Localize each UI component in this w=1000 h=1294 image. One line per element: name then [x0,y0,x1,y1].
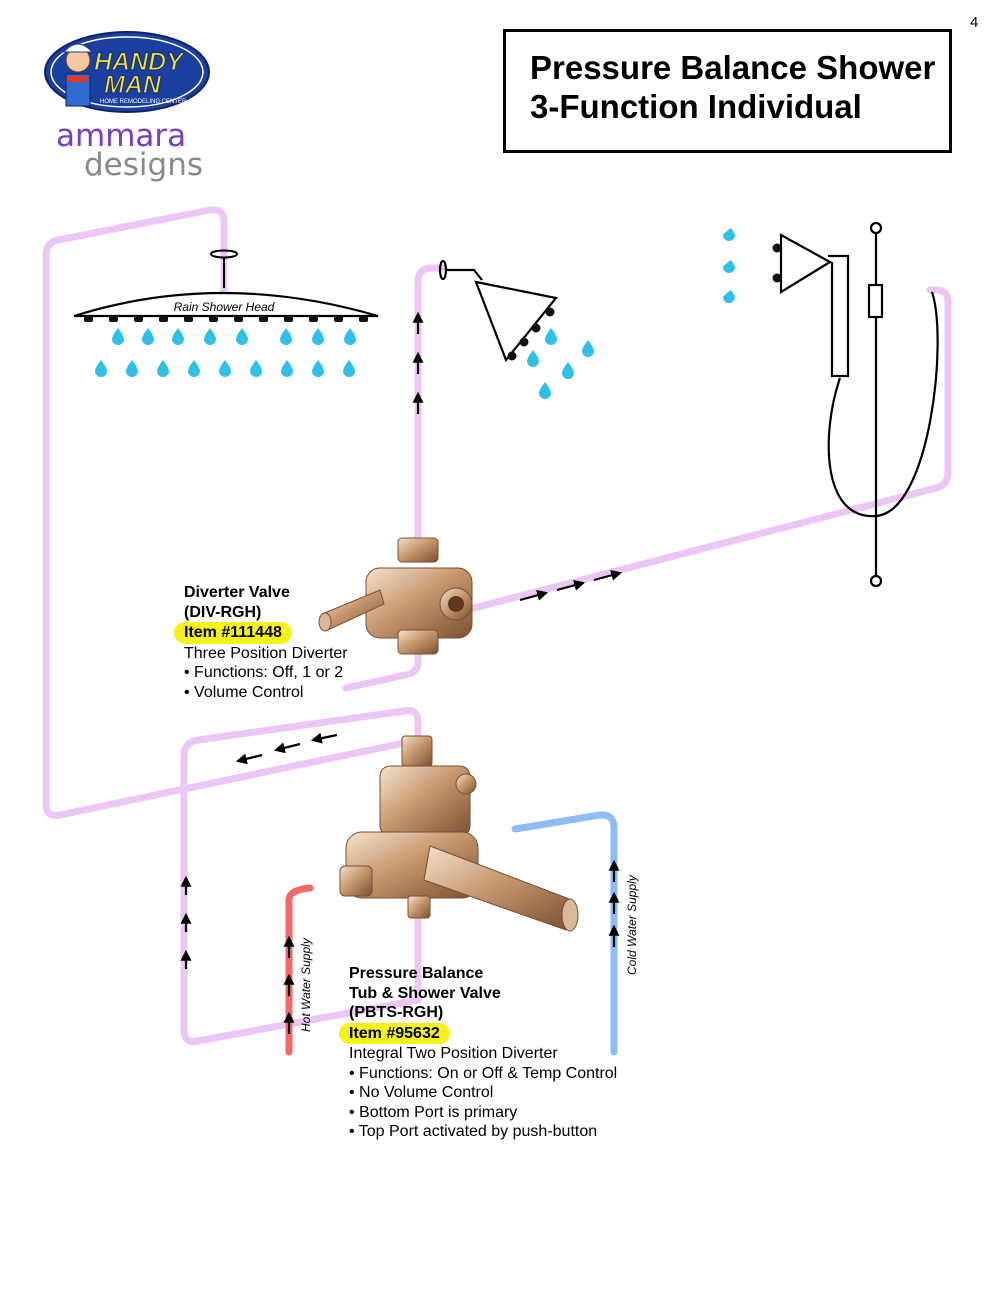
flow-arrow [519,589,549,602]
handyman-word1: HANDY [94,48,185,76]
pipe-to-shower-head [414,264,448,555]
rain-shower-head-label: Rain Shower Head [174,300,275,314]
pipe-to-hand-shower [466,286,952,613]
designs-word: designs [84,147,203,182]
diverter-valve-image [318,537,473,655]
title-box: Pressure Balance Shower 3-Function Indiv… [503,29,952,153]
pressure-valve-description: Integral Two Position Diverter [349,1045,558,1062]
pipe-return-loop [180,707,422,1045]
diverter-valve-item: Item #111448 [174,622,292,644]
rain-shower-head: Rain Shower Head [73,249,379,322]
pressure-valve-info: Pressure Balance Tub & Shower Valve (PBT… [339,964,618,1142]
pressure-valve-name-line2: Tub & Shower Valve [349,984,501,1002]
flow-arrows [180,311,623,1034]
pressure-valve-code: (PBTS-RGH) [349,1004,444,1021]
cold-water-pipe [511,811,618,1056]
hand-shower [772,221,939,588]
diverter-valve-bullet: • Functions: Off, 1 or 2 [184,664,344,681]
diverter-valve-name: Diverter Valve [184,584,290,601]
diverter-valve-bullet: • Volume Control [184,683,304,701]
hot-water-supply-label: Hot Water Supply [299,937,313,1032]
pressure-valve-bullet: • No Volume Control [349,1084,494,1101]
cold-water-supply-label: Cold Water Supply [625,874,639,975]
pipe-to-rain-head [42,206,422,819]
shower-head [438,259,558,363]
pressure-valve-name-line1: Pressure Balance [349,965,484,982]
handyman-tagline: HOME REMODELING CENTER, INC [100,99,201,105]
pressure-balance-valve-image [339,735,579,932]
diverter-valve-description: Three Position Diverter [184,644,348,662]
flow-arrow [235,753,263,765]
diverter-valve-code: (DIV-RGH) [184,603,262,621]
title-line-2: 3-Function Individual [530,88,862,125]
pressure-valve-bullet: • Top Port activated by push-button [349,1123,598,1140]
flow-arrow [593,569,623,582]
diverter-valve-info: Diverter Valve (DIV-RGH) Item #111448 Th… [174,583,348,702]
flow-arrow [310,732,338,744]
water-drops [95,228,735,399]
pipe-valve-link [342,647,422,692]
pressure-valve-bullet: • Functions: On or Off & Temp Control [349,1064,618,1082]
hot-water-pipe [285,884,314,1056]
pressure-valve-item: Item #95632 [339,1022,450,1044]
flow-arrow [556,579,586,592]
page-number: 4 [970,14,979,31]
handyman-logo: HANDY MAN HOME REMODELING CENTER, INC [44,31,210,113]
pipes [42,206,952,1056]
ammara-word: ammara [56,118,186,154]
handyman-word2: MAN [104,71,162,99]
pressure-valve-bullet: • Bottom Port is primary [349,1103,518,1121]
title-line-1: Pressure Balance Shower [530,49,936,86]
ammara-designs-logo: ammara designs [56,118,203,182]
flow-arrow [273,742,301,754]
